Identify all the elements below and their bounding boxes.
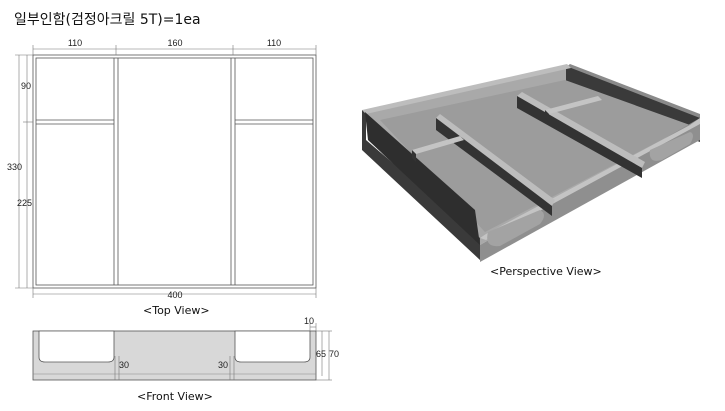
top-view-dim-labels: 110 160 110 400 90 330 225 bbox=[7, 38, 281, 300]
dim-top-height: 90 bbox=[21, 81, 31, 91]
dim-right-width: 110 bbox=[267, 38, 281, 48]
top-view-caption: <Top View> bbox=[143, 304, 210, 317]
front-view-caption: <Front View> bbox=[137, 390, 213, 403]
iso-shelf-right-face bbox=[545, 110, 549, 122]
iso-front-notch-left bbox=[487, 210, 544, 247]
iso-divider-1-face bbox=[436, 118, 552, 216]
iso-shelf-right-top bbox=[545, 96, 602, 114]
dim-left-width: 110 bbox=[68, 38, 82, 48]
perspective-view bbox=[362, 64, 700, 262]
dim-notch-left: 30 bbox=[119, 360, 129, 370]
front-view bbox=[32, 323, 332, 381]
top-view-outer-frame bbox=[32, 54, 317, 289]
front-right-dim-lines bbox=[309, 323, 332, 381]
top-view-inner-frame bbox=[35, 57, 314, 286]
perspective-view-caption: <Perspective View> bbox=[490, 265, 602, 278]
dim-outer-height: 70 bbox=[329, 349, 339, 359]
iso-front-rim bbox=[480, 118, 700, 240]
iso-divider-1-top bbox=[436, 114, 555, 206]
iso-shelf-left-top bbox=[412, 136, 464, 154]
iso-front-notch-right bbox=[649, 132, 693, 161]
dim-inner-height: 65 bbox=[316, 349, 326, 359]
front-left-opening bbox=[38, 330, 115, 363]
dim-wall: 10 bbox=[304, 316, 314, 326]
dim-middle-width: 160 bbox=[167, 38, 182, 48]
top-view bbox=[15, 45, 317, 298]
front-notch-markers bbox=[114, 356, 235, 380]
dim-bottom-height: 225 bbox=[17, 198, 32, 208]
dim-notch-right: 30 bbox=[218, 360, 228, 370]
front-view-dim-labels: 10 65 70 30 30 bbox=[119, 316, 339, 370]
drawing-title: 일부인함(검정아크릴 5T)=1ea bbox=[14, 12, 201, 28]
iso-shelf-left-face bbox=[412, 150, 416, 162]
iso-inner-floor bbox=[380, 80, 690, 232]
dim-total-width: 400 bbox=[167, 290, 182, 300]
dim-total-height: 330 bbox=[7, 162, 22, 172]
top-dimension-lines bbox=[15, 45, 317, 298]
iso-left-wall bbox=[362, 110, 480, 260]
iso-back-left-rim bbox=[362, 64, 571, 114]
iso-left-wall-face bbox=[365, 112, 480, 245]
front-right-opening bbox=[234, 330, 311, 363]
